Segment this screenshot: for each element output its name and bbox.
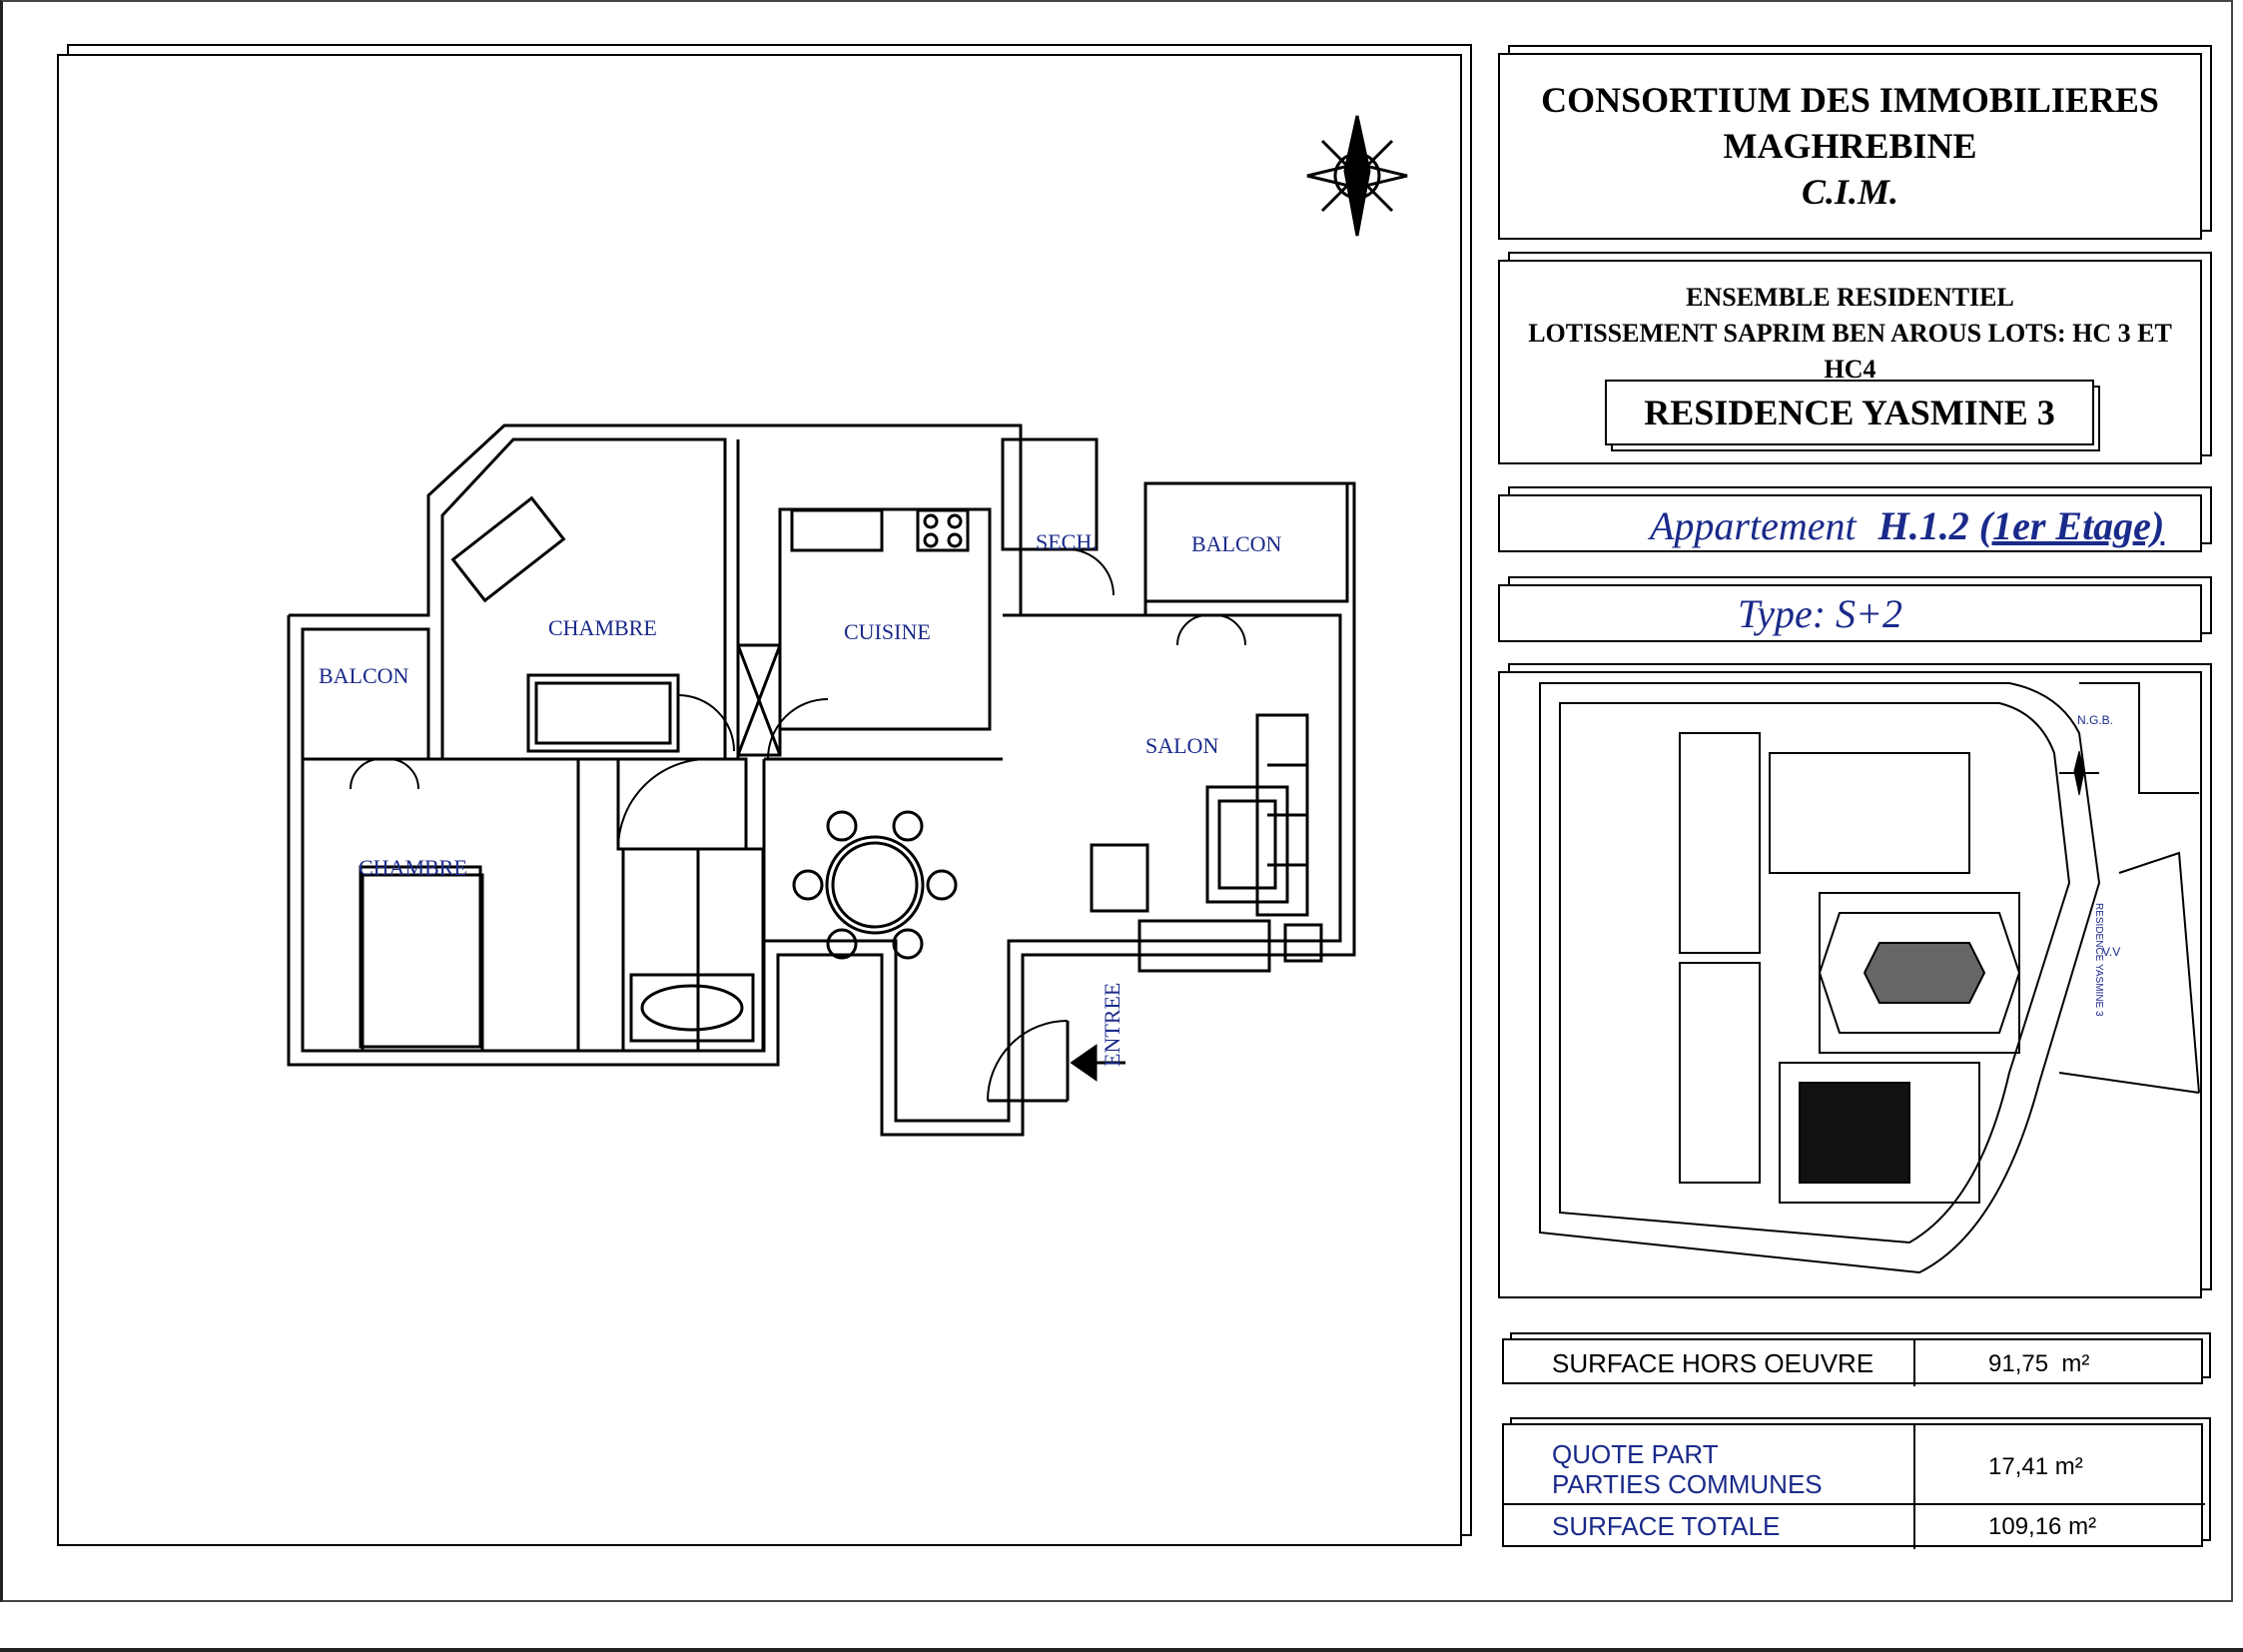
site-vv-label: V.V xyxy=(2102,945,2121,959)
project-line1: ENSEMBLE RESIDENTIEL xyxy=(1686,283,2014,312)
column-divider xyxy=(1913,1425,1915,1549)
walls xyxy=(287,423,1356,1137)
apartment-floor: (1er Etage) xyxy=(1978,503,2165,548)
site-north-arrow-icon xyxy=(2059,750,2099,796)
room-label-salon: SALON xyxy=(1145,733,1219,758)
sheet-bottom-line xyxy=(0,1648,2243,1652)
project-line2: LOTISSEMENT SAPRIM BEN AROUS LOTS: HC 3 … xyxy=(1528,319,2172,384)
surface-hors-oeuvre-label: SURFACE HORS OEUVRE xyxy=(1552,1348,1874,1378)
site-street-label: RESIDENCE YASMINE 3 xyxy=(2093,903,2104,1017)
company-name-line1: CONSORTIUM DES IMMOBILIERES xyxy=(1541,80,2159,120)
quote-part-value: 17,41 m² xyxy=(1988,1453,2083,1480)
compass-icon xyxy=(1306,115,1408,237)
apartment-code: H.1.2 xyxy=(1877,503,1969,548)
residence-name: RESIDENCE YASMINE 3 xyxy=(1644,393,2055,432)
column-divider xyxy=(1913,1340,1915,1386)
room-label-balcon-left: BALCON xyxy=(319,663,409,688)
surface-summary-table: QUOTE PART PARTIES COMMUNES 17,41 m² SUR… xyxy=(1502,1423,2205,1549)
floor-plan-drawing xyxy=(287,115,1408,1137)
surface-totale-label: SURFACE TOTALE xyxy=(1552,1511,1781,1541)
residence-name-box: RESIDENCE YASMINE 3 xyxy=(1605,380,2094,445)
room-label-chambre-1: CHAMBRE xyxy=(548,615,657,640)
site-plan-box: N.G.B. RESIDENCE YASMINE 3 V.V xyxy=(1498,671,2202,1298)
project-box: ENSEMBLE RESIDENTIEL LOTISSEMENT SAPRIM … xyxy=(1498,260,2202,464)
type-box: Type: S+2 xyxy=(1498,584,2202,642)
surface-totale-value: 109,16 m² xyxy=(1988,1513,2097,1540)
room-label-chambre-2: CHAMBRE xyxy=(359,855,467,880)
quote-part-label-1: QUOTE PART xyxy=(1552,1439,1719,1469)
apartment-box: Appartement H.1.2 (1er Etage) xyxy=(1498,494,2202,552)
room-label-balcon-right: BALCON xyxy=(1191,531,1282,556)
surface-hors-oeuvre-value: 91,75 m² xyxy=(1988,1350,2090,1377)
site-north-label: N.G.B. xyxy=(2077,713,2114,727)
apartment-type: Type: S+2 xyxy=(1737,591,1903,636)
company-box: CONSORTIUM DES IMMOBILIERES MAGHREBINE C… xyxy=(1498,53,2202,240)
apartment-label: Appartement xyxy=(1650,503,1857,548)
room-label-cuisine: CUISINE xyxy=(844,619,931,644)
company-name-line2: MAGHREBINE xyxy=(1723,126,1977,166)
room-label-sech: SECH. xyxy=(1036,529,1098,554)
company-acronym: C.I.M. xyxy=(1801,172,1899,212)
room-label-entree: ENTREE xyxy=(1100,982,1124,1067)
row-divider xyxy=(1504,1503,2205,1505)
floor-plan-panel: CHAMBRE CUISINE SECH. BALCON BALCON SALO… xyxy=(57,54,1462,1546)
quote-part-label-2: PARTIES COMMUNES xyxy=(1552,1469,1823,1499)
sheet-frame xyxy=(0,0,2233,1602)
site-plan-drawing xyxy=(1539,682,2200,1274)
surface-hors-oeuvre-row: SURFACE HORS OEUVRE 91,75 m² xyxy=(1502,1338,2203,1386)
